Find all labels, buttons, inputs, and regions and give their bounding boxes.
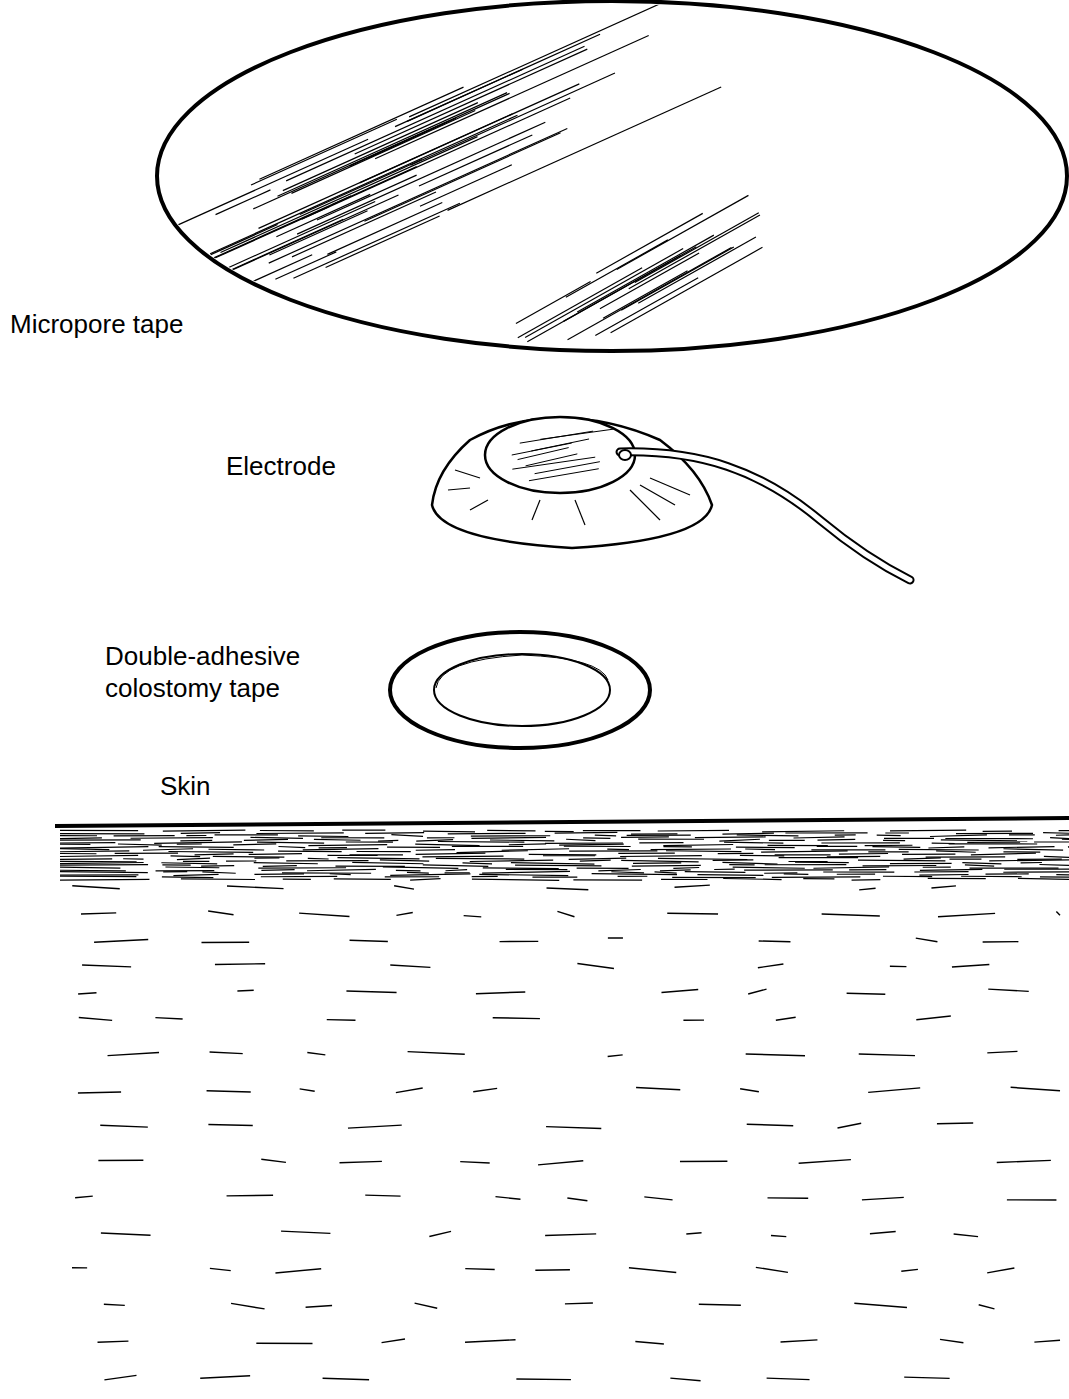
electrode-disc <box>485 417 635 493</box>
electrode-cable-core <box>620 452 910 580</box>
electrode-flange <box>432 418 712 548</box>
part-label: Electrode <box>226 450 376 482</box>
adhesive-ring-inner <box>434 654 610 726</box>
skin-texture <box>60 830 1069 1381</box>
cable-entry <box>619 450 631 460</box>
part-label: Skin <box>160 770 250 802</box>
electrode-disc-shading <box>512 427 627 480</box>
part-label: Double-adhesive colostomy tape <box>105 640 355 704</box>
part-label: Micropore tape <box>10 308 250 340</box>
adhesive-ring-edge <box>436 655 608 688</box>
electrode-cable <box>620 452 910 580</box>
skin-surface <box>55 818 1069 826</box>
micropore-tape-outline <box>157 1 1067 351</box>
adhesive-ring-outer <box>390 632 650 748</box>
